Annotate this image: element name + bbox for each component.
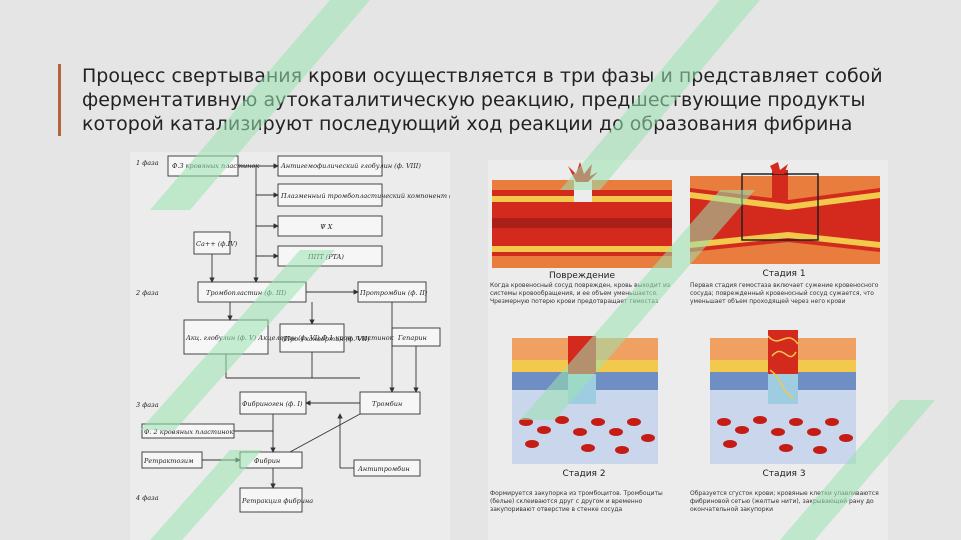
- phase-label-2: 2 фаза: [135, 289, 159, 297]
- stage-panel-damage: [492, 162, 672, 268]
- stage-caption-damage: Когда кровеносный сосуд поврежден, кровь…: [490, 282, 671, 305]
- box-fibrin: Фибрин: [254, 457, 280, 465]
- box-antihemophilic-globulin: Антигемофилический глобулин (ф. VIII): [280, 162, 421, 170]
- accent-bar: [58, 64, 61, 136]
- stage-panel-1: [690, 162, 880, 264]
- box-calcium: Ca++ (ф.IV): [196, 240, 238, 248]
- box-thromboplastin: Тромбопластин (ф. III): [206, 289, 287, 297]
- box-f2-platelets: Ф. 2 кровяных пластинок: [144, 428, 233, 436]
- stage-panel-3: [710, 330, 856, 464]
- phase-label-3: 3 фаза: [136, 401, 159, 409]
- box-prothrombin: Протромбин (ф. II): [359, 289, 428, 297]
- box-plasma-component: Плазменный тромбопластический компонент …: [280, 192, 450, 200]
- hemostasis-svg: Повреждение Когда кровеносный сосуд повр…: [490, 162, 880, 513]
- phase-label-4: 4 фаза: [135, 494, 159, 502]
- box-thrombin: Тромбин: [372, 400, 402, 408]
- box-fibrinogen: Фибриноген (ф. I): [242, 400, 303, 408]
- box-antithrombin: Антитромбин: [357, 465, 410, 473]
- coagulation-flowchart: 1 фаза 2 фаза 3 фаза 4 фаза: [130, 152, 471, 540]
- box-ptp: ППТ (PTA): [307, 253, 344, 261]
- stage-panel-2: [512, 336, 658, 464]
- box-heparin: Гепарин: [397, 334, 427, 342]
- stage-caption-3: Образуется сгусток крови; кровяные клетк…: [690, 490, 879, 513]
- hemostasis-stages: Повреждение Когда кровеносный сосуд повр…: [488, 160, 888, 540]
- stage-title-2: Стадия 2: [562, 469, 605, 479]
- flowchart-svg: 1 фаза 2 фаза 3 фаза 4 фаза: [135, 155, 471, 513]
- box-proconvertin: (Про-) конвертин (ф. VII): [282, 335, 370, 343]
- stage-caption-2: Формируется закупорка из тромбоцитов. Тр…: [490, 490, 663, 513]
- phase-label-1: 1 фаза: [136, 159, 159, 167]
- box-retractozyme: Ретрактозим: [143, 457, 194, 465]
- box-f3-platelets: Ф.3 кровяных пластинок: [172, 162, 259, 170]
- box-psi-x: Ψ X: [320, 223, 333, 231]
- stage-title-damage: Повреждение: [549, 271, 615, 281]
- slide-text: Процесс свертывания крови осуществляется…: [82, 65, 883, 135]
- stage-title-1: Стадия 1: [762, 269, 805, 279]
- box-fibrin-retraction: Ретракция фибрина: [241, 497, 313, 505]
- stage-caption-1: Первая стадия гемостаза включает сужение…: [690, 282, 879, 305]
- stage-title-3: Стадия 3: [762, 469, 805, 479]
